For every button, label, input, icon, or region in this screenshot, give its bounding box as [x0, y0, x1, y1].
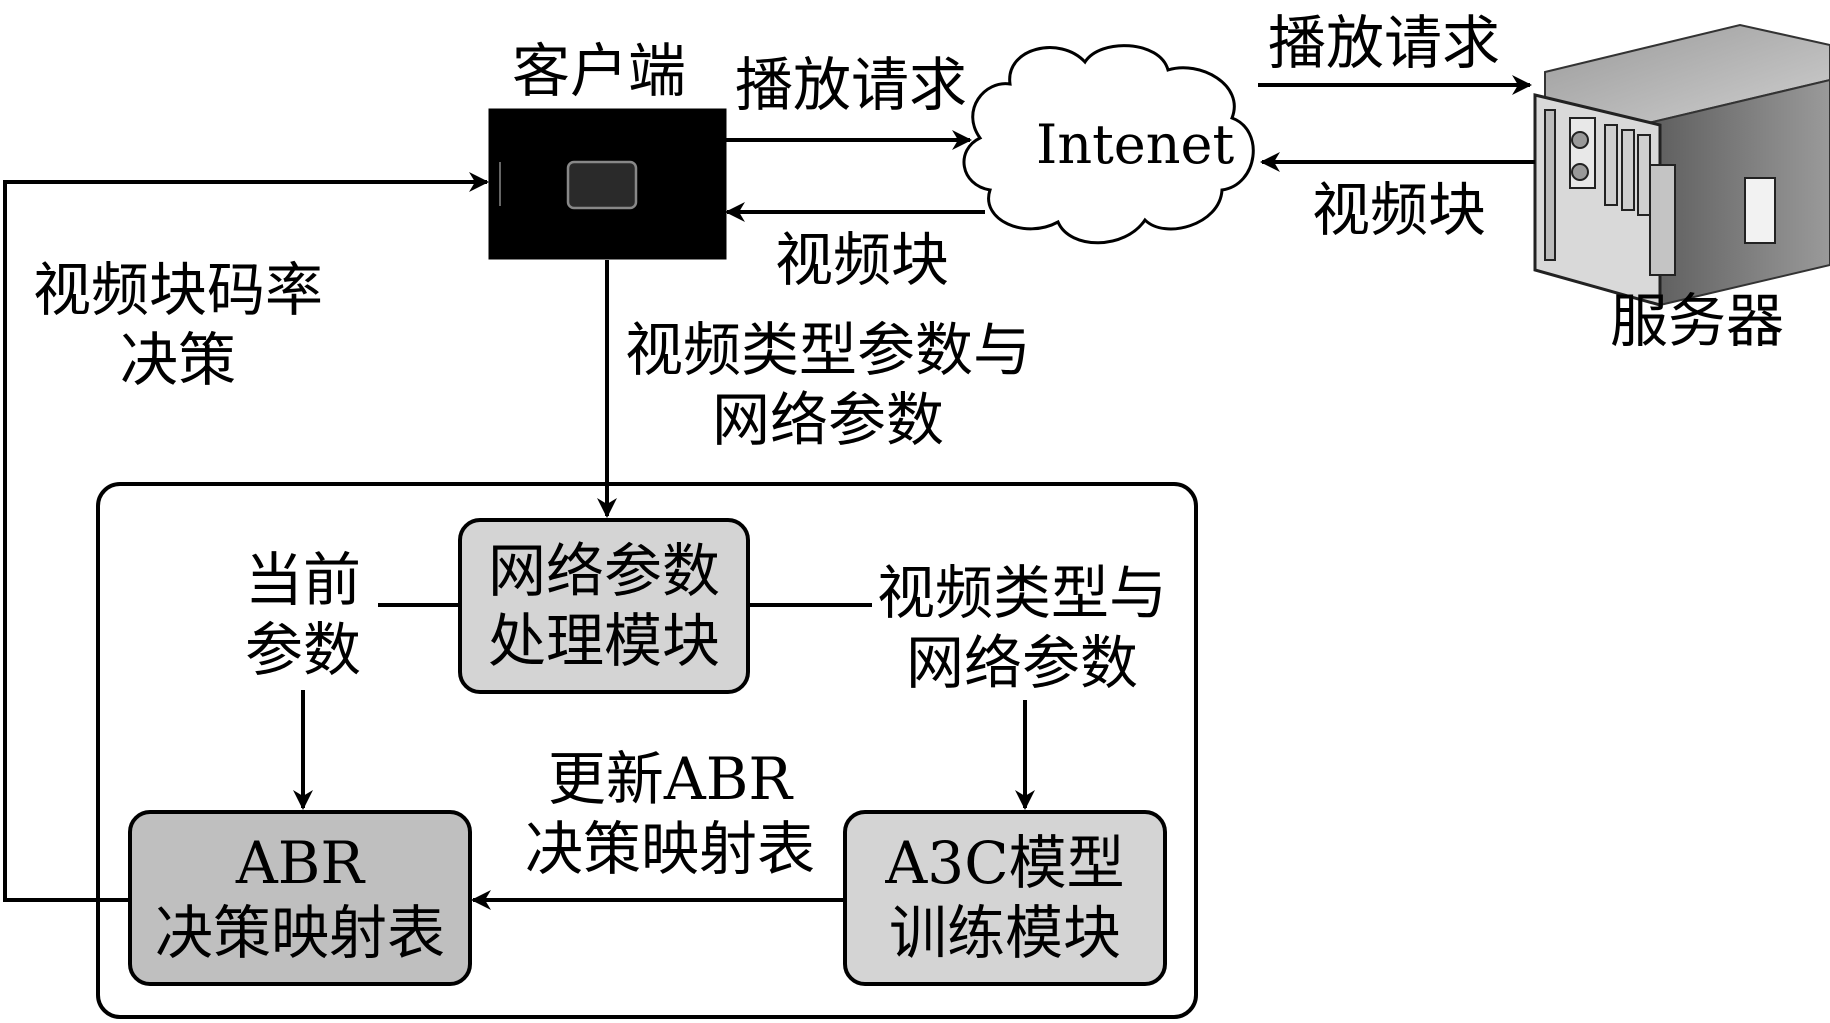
network-processing-line-1: 网络参数: [487, 537, 720, 605]
a3c-training-line-2: 训练模块: [888, 899, 1121, 967]
arrow-bitrate-decision: [3, 172, 489, 902]
update-abr-line-1: 更新ABR: [547, 745, 793, 813]
video-chunk-server-label: 视频块: [1312, 176, 1487, 244]
update-abr-line-2: 决策映射表: [524, 815, 815, 883]
play-request-server-label: 播放请求: [1268, 9, 1501, 77]
video-type-network-line-1: 视频类型与: [876, 559, 1167, 627]
current-params-line-1: 当前: [244, 546, 361, 614]
client-label: 客户端: [512, 37, 687, 105]
bitrate-decision-line-2: 决策: [119, 326, 236, 394]
abr-system-container: [96, 482, 1198, 1019]
a3c-training-line-1: A3C模型: [885, 829, 1125, 897]
a3c-training-text: A3C模型 训练模块: [845, 828, 1165, 968]
video-chunk-client-label: 视频块: [775, 226, 950, 294]
play-request-client-label: 播放请求: [735, 51, 968, 119]
update-abr-label: 更新ABR 决策映射表: [510, 744, 830, 884]
video-type-network-line-2: 网络参数: [905, 629, 1138, 697]
current-params-label: 当前 参数: [228, 545, 378, 685]
client-device: [488, 108, 727, 260]
current-params-line-2: 参数: [244, 616, 361, 684]
params-down-line-1: 视频类型参数与: [624, 316, 1031, 384]
abr-table-module: [128, 810, 472, 986]
bitrate-decision-label: 视频块码率 决策: [28, 255, 328, 395]
network-processing-line-2: 处理模块: [487, 607, 720, 675]
internet-label: Intenet: [1036, 113, 1235, 176]
video-type-network-label: 视频类型与 网络参数: [872, 558, 1172, 698]
internet-cloud: [962, 44, 1255, 245]
server-icon: [1533, 23, 1830, 307]
abr-table-text: ABR 决策映射表: [130, 828, 470, 968]
network-processing-text: 网络参数 处理模块: [460, 536, 748, 676]
bitrate-decision-line-1: 视频块码率: [32, 256, 323, 324]
server-label: 服务器: [1610, 287, 1785, 355]
params-down-line-2: 网络参数: [711, 386, 944, 454]
params-down-label: 视频类型参数与 网络参数: [618, 315, 1038, 455]
abr-table-line-1: ABR: [235, 829, 365, 897]
abr-table-line-2: 决策映射表: [154, 899, 445, 967]
